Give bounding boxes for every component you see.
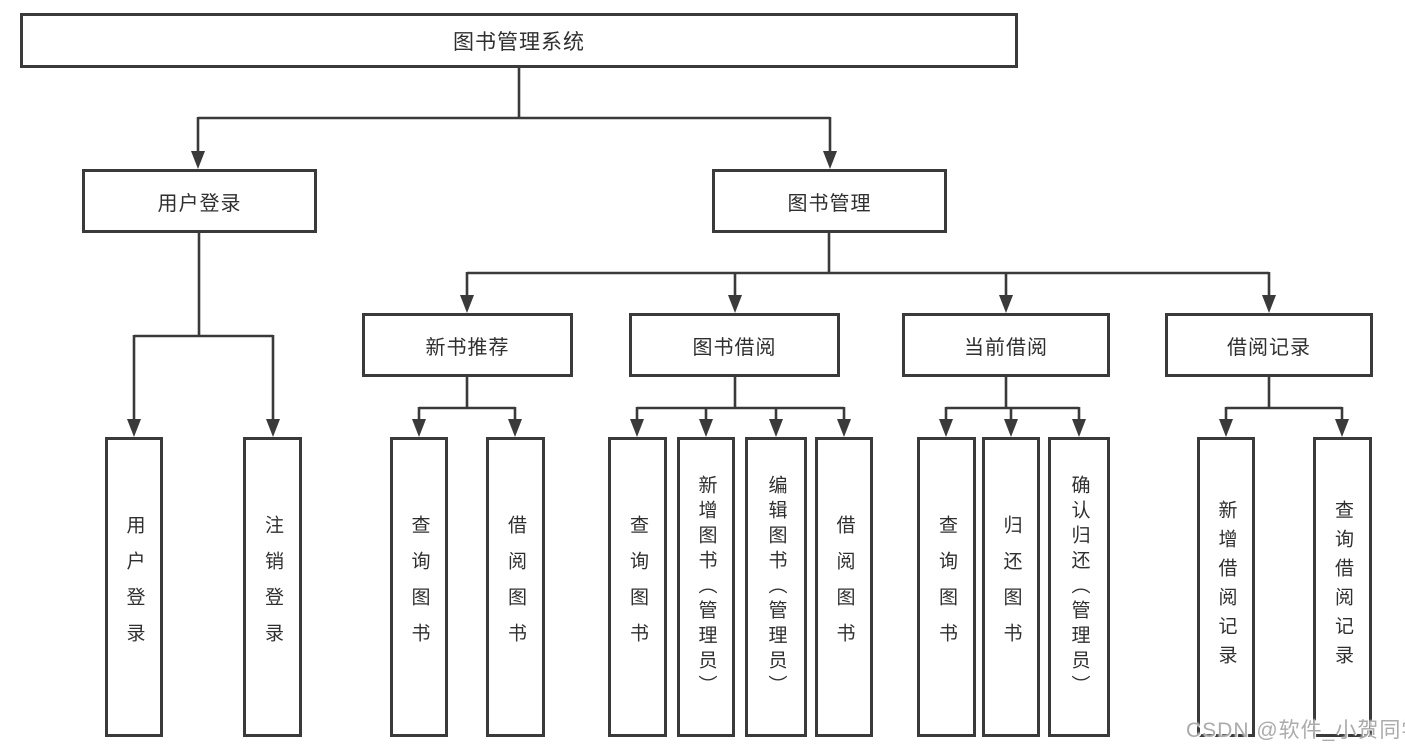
node-book-borrowing: 图书借阅 [629, 313, 840, 377]
node-borrowing-records: 借阅记录 [1165, 313, 1373, 377]
leaf-confirm-return-admin: 确认归还（管理员） [1048, 437, 1110, 737]
node-book-management: 图书管理 [712, 169, 947, 233]
leaf-edit-books-admin: 编辑图书（管理员） [745, 437, 807, 737]
leaf-query-borrow-record: 查询借阅记录 [1313, 437, 1372, 737]
leaf-logout: 注销登录 [243, 437, 302, 737]
leaf-return-books: 归还图书 [982, 437, 1040, 737]
leaf-borrow-books: 借阅图书 [815, 437, 873, 737]
csdn-watermark: CSDN @软件_小贺同学 [1186, 719, 1405, 742]
node-user-login: 用户登录 [82, 169, 317, 233]
leaf-add-borrow-record: 新增借阅记录 [1197, 437, 1255, 737]
leaf-user-login: 用户登录 [105, 437, 163, 737]
node-new-book-recommendation: 新书推荐 [362, 313, 573, 377]
leaf-query-books-borrowing: 查询图书 [608, 437, 667, 737]
leaf-borrow-books-recommend: 借阅图书 [486, 437, 545, 737]
leaf-add-books-admin: 新增图书（管理员） [677, 437, 735, 737]
arrowheads [127, 151, 1349, 437]
node-current-borrowing: 当前借阅 [902, 313, 1110, 377]
leaf-query-books-recommend: 查询图书 [390, 437, 448, 737]
leaf-query-books-current: 查询图书 [917, 437, 976, 737]
node-library-management-system: 图书管理系统 [20, 13, 1018, 68]
